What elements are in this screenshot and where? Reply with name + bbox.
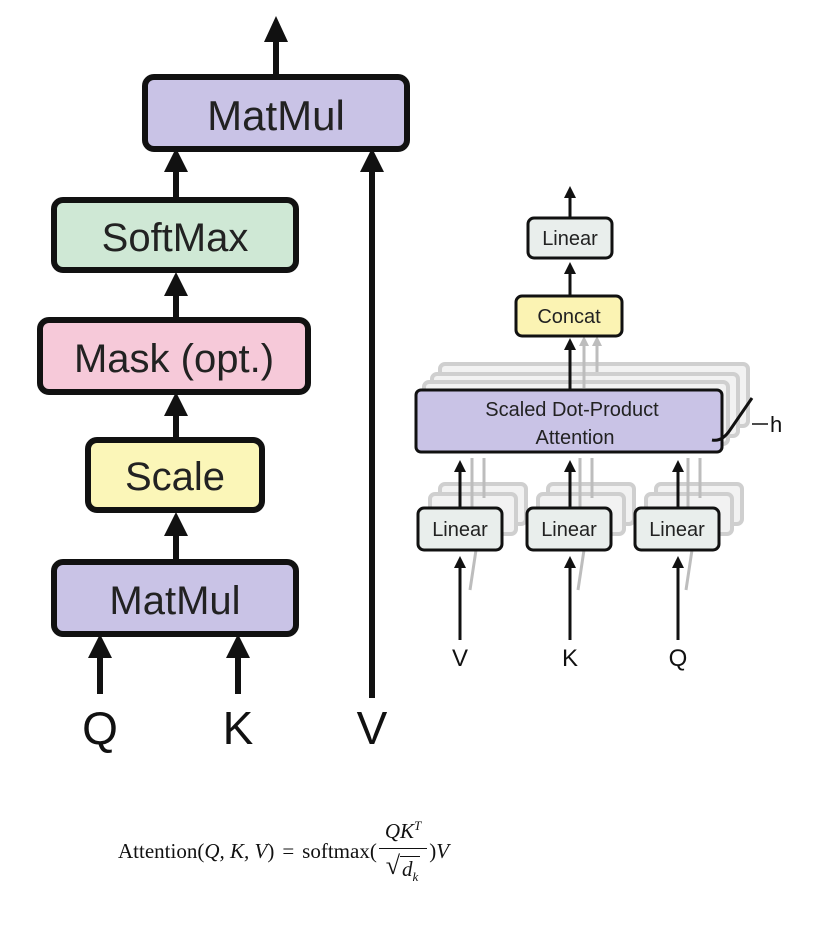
left-arrows bbox=[88, 16, 384, 698]
formula-fraction: QKT √dk bbox=[378, 818, 428, 885]
formula-v: V bbox=[436, 839, 450, 864]
ghost-arrows bbox=[468, 336, 702, 591]
matmul-top-box: MatMul bbox=[142, 74, 410, 152]
formula-num-sup: T bbox=[414, 818, 422, 833]
scale-label: Scale bbox=[125, 455, 225, 499]
formula-func: softmax( bbox=[302, 839, 377, 864]
input-k-label: K bbox=[223, 702, 254, 754]
attention-formula: Attention( Q, K, V ) = softmax( QKT √dk … bbox=[118, 818, 449, 885]
attention-label-line2: Attention bbox=[536, 427, 615, 449]
formula-denominator: √dk bbox=[386, 849, 421, 885]
input-q-label: Q bbox=[82, 702, 118, 754]
formula-equals: = bbox=[282, 839, 295, 864]
formula-den-text: d bbox=[402, 857, 413, 881]
matmul-bottom-box: MatMul bbox=[51, 559, 299, 637]
linear-v-label: Linear bbox=[432, 519, 488, 541]
mask-label: Mask (opt.) bbox=[74, 337, 274, 381]
linear-top-label: Linear bbox=[542, 228, 598, 250]
matmul-top-label: MatMul bbox=[207, 92, 345, 139]
right-input-v-label: V bbox=[452, 645, 468, 672]
formula-num-text: QK bbox=[384, 819, 415, 843]
concat-box: Concat bbox=[514, 294, 624, 338]
right-input-k-label: K bbox=[562, 645, 578, 672]
linear-k-box: Linear bbox=[525, 506, 613, 552]
softmax-label: SoftMax bbox=[102, 216, 249, 260]
matmul-bottom-label: MatMul bbox=[109, 579, 240, 623]
formula-args: Q, K, V bbox=[204, 839, 268, 864]
sqrt-icon: √ bbox=[385, 851, 401, 880]
attention-label-line1: Scaled Dot-Product bbox=[485, 399, 659, 421]
formula-den-sub: k bbox=[412, 869, 419, 885]
linear-q-label: Linear bbox=[649, 519, 705, 541]
attention-diagram: MatMul SoftMax Mask (opt.) Scale MatMul … bbox=[37, 16, 782, 754]
right-arrows bbox=[454, 186, 684, 640]
heads-indicator: h bbox=[711, 397, 782, 442]
right-input-q-label: Q bbox=[669, 645, 688, 672]
mask-box: Mask (opt.) bbox=[37, 317, 311, 395]
linear-k-label: Linear bbox=[541, 519, 597, 541]
attention-box: Scaled Dot-Product Attention bbox=[414, 388, 724, 454]
formula-tail: ) bbox=[429, 839, 437, 864]
formula-rparen: ) bbox=[267, 839, 275, 864]
concat-label: Concat bbox=[537, 306, 601, 328]
linear-top-box: Linear bbox=[526, 216, 614, 260]
softmax-box: SoftMax bbox=[51, 197, 299, 273]
formula-lhs: Attention( bbox=[118, 839, 205, 864]
scale-box: Scale bbox=[85, 437, 265, 513]
heads-label: h bbox=[770, 412, 782, 437]
formula-numerator: QKT bbox=[378, 818, 428, 849]
linear-q-box: Linear bbox=[633, 506, 721, 552]
input-v-label: V bbox=[357, 702, 388, 754]
linear-v-box: Linear bbox=[416, 506, 504, 552]
